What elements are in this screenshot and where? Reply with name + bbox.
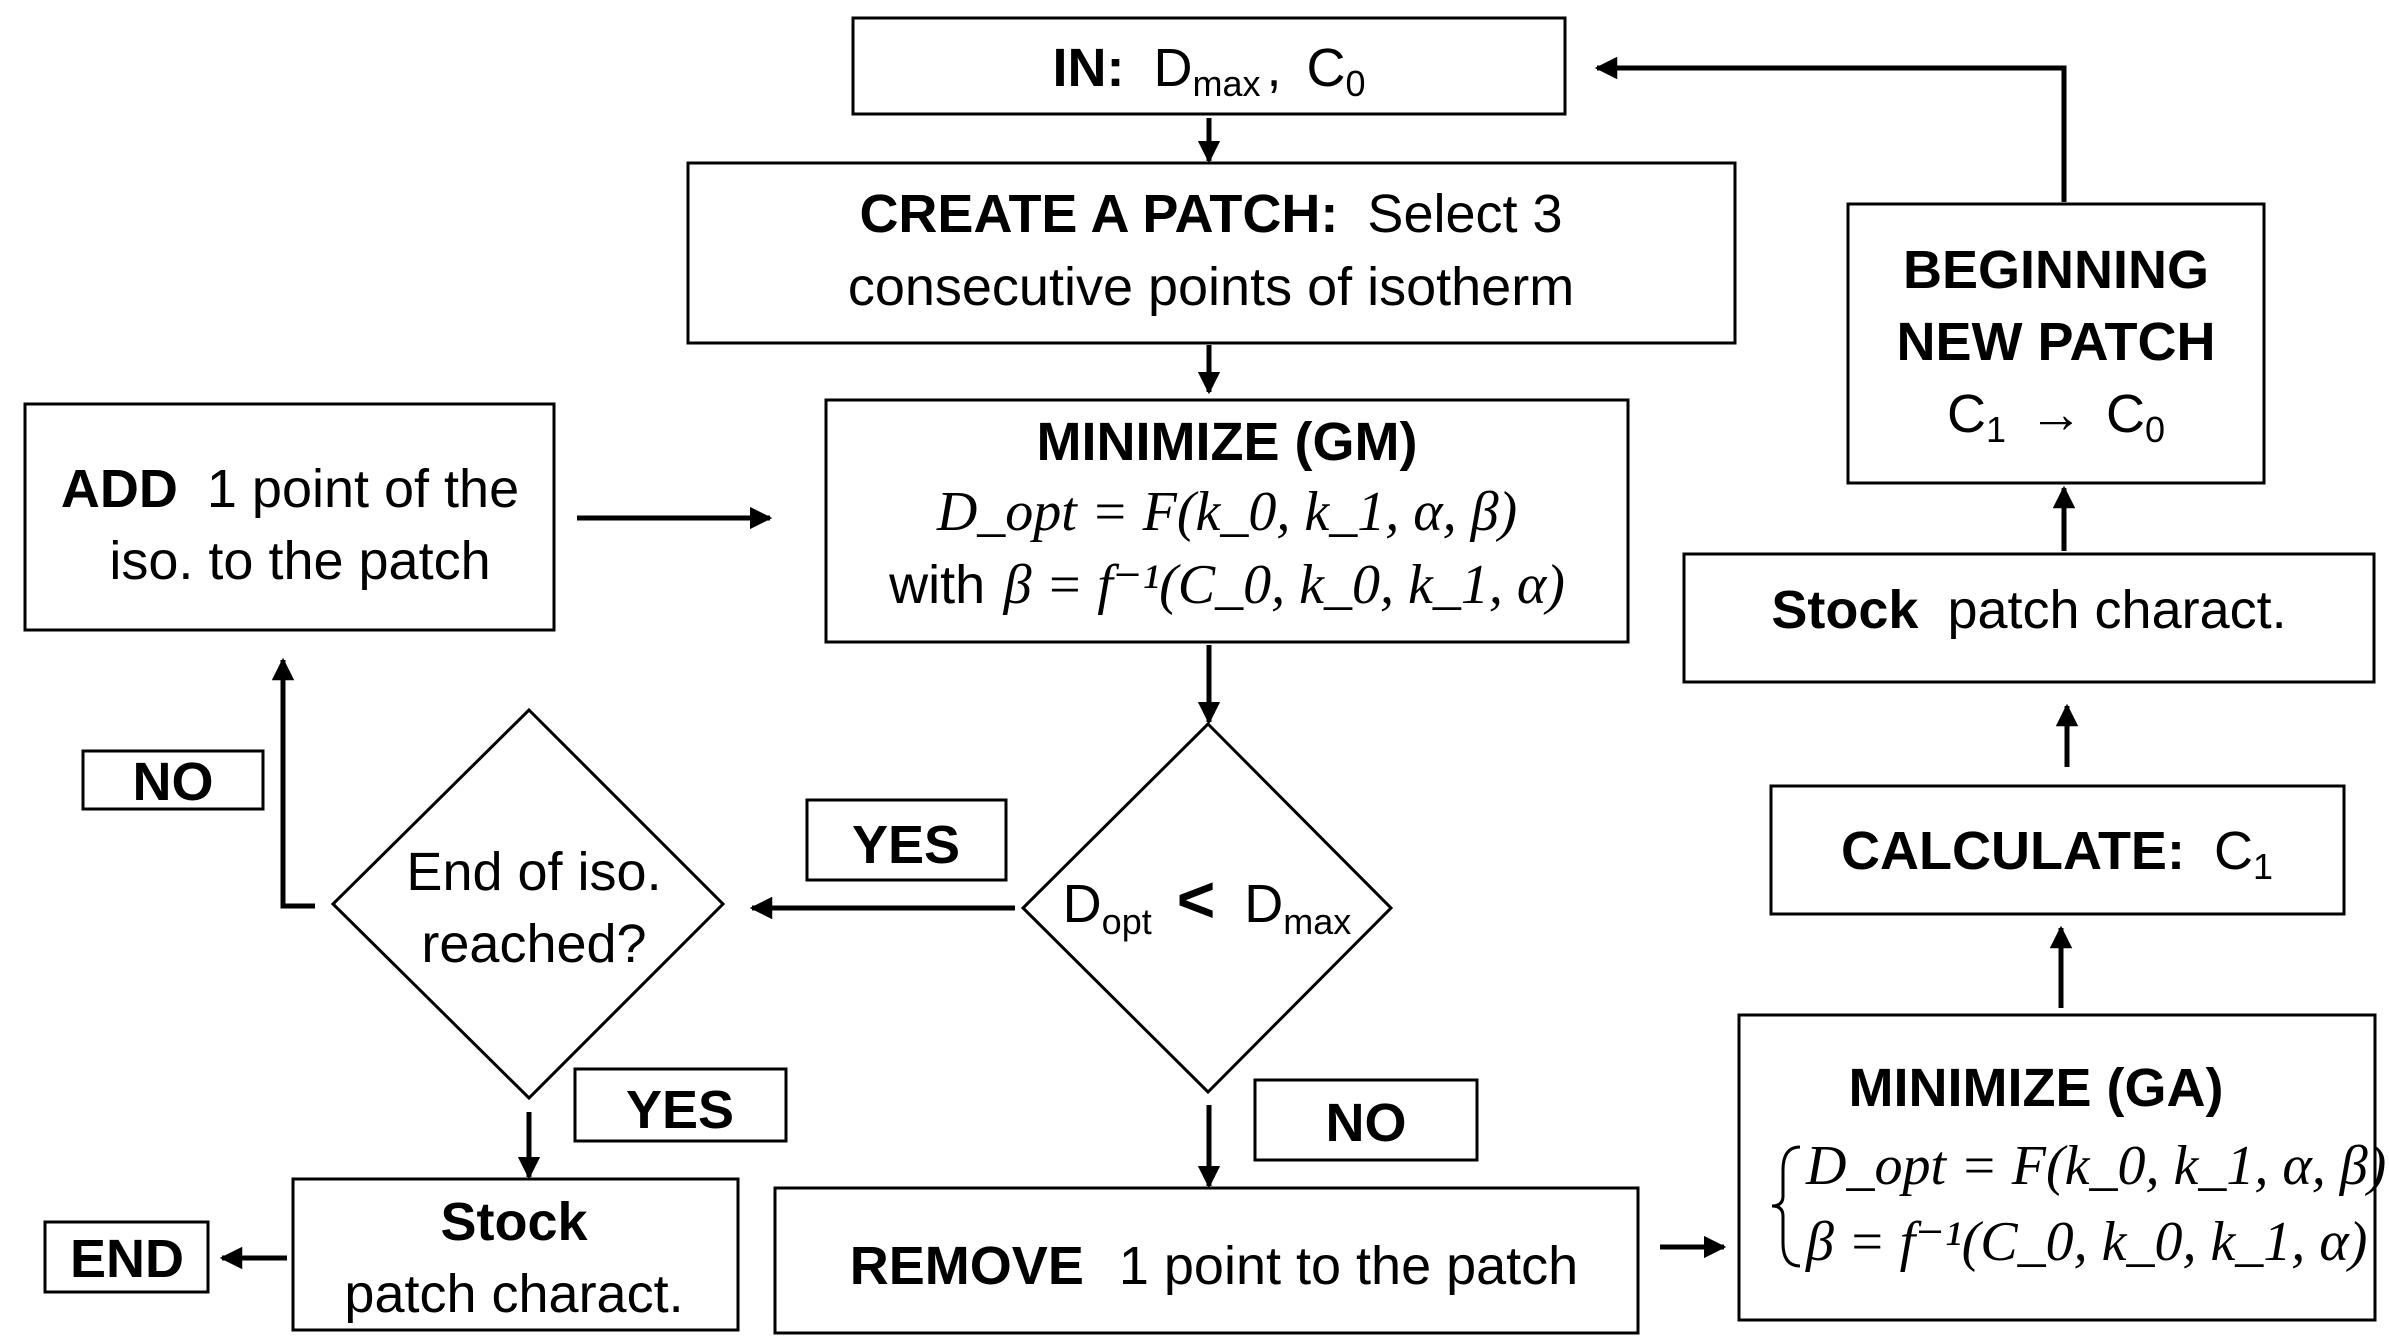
minimize-gm-box: MINIMIZE (GM) D_opt = F(k_0, k_1, α, β) …: [824, 398, 1630, 644]
end-box: END: [43, 1220, 210, 1294]
create-patch-line2: consecutive points of isotherm: [848, 257, 1574, 317]
label-no-lower: NO: [1253, 1078, 1479, 1162]
calculate-keyword: CALCULATE:: [1841, 821, 2185, 881]
svg-text:C1 → C0: C1 → C0: [1947, 384, 2165, 454]
svg-text:Stock patch charact.: Stock patch charact.: [1771, 580, 2286, 640]
decision-end-line2: reached?: [421, 914, 646, 974]
label-no-upper-text: NO: [133, 752, 214, 812]
stock-right-keyword: Stock: [1771, 580, 1919, 640]
decision-end-line1: End of iso.: [406, 842, 661, 902]
remove-keyword: REMOVE: [850, 1236, 1084, 1296]
add-point-keyword: ADD: [61, 459, 178, 519]
add-point-box: ADD 1 point of the iso. to the patch: [23, 402, 556, 632]
decision-end-of-iso-diamond: End of iso. reached?: [330, 707, 726, 1101]
stock-right-box: Stock patch charact.: [1682, 552, 2376, 684]
remove-box: REMOVE 1 point to the patch: [773, 1186, 1640, 1335]
create-patch-box: CREATE A PATCH: Select 3 consecutive poi…: [686, 161, 1737, 345]
beginning-line1: BEGINNING: [1903, 240, 2209, 300]
stock-left-box: Stock patch charact.: [291, 1177, 740, 1332]
svg-text:REMOVE 1 point to the pa: REMOVE 1 point to the patch: [850, 1236, 1578, 1296]
minimize-gm-with: with: [888, 555, 985, 615]
svg-text:CALCULATE: C1: CALCULATE: C1: [1841, 821, 2273, 887]
arrow-beginning-to-in: [1594, 56, 2067, 202]
input-box: IN: Dmax, C0: [851, 16, 1567, 116]
stock-left-line2: patch charact.: [344, 1264, 683, 1324]
beginning-line2: NEW PATCH: [1897, 312, 2216, 372]
add-point-line2: iso. to the patch: [109, 531, 490, 591]
svg-text:CREATE A PATCH: Select 3: CREATE A PATCH: Select 3: [859, 184, 1562, 244]
stock-left-keyword: Stock: [440, 1192, 588, 1252]
label-yes-lower-text: YES: [626, 1080, 734, 1140]
label-no-lower-text: NO: [1326, 1093, 1407, 1153]
beginning-new-patch-box: BEGINNING NEW PATCH C1 → C0: [1846, 202, 2266, 485]
label-yes-upper-text: YES: [852, 815, 960, 875]
minimize-gm-equation-1: D_opt = F(k_0, k_1, α, β): [936, 481, 1517, 543]
end-label: END: [70, 1229, 184, 1289]
minimize-ga-equation-1: D_opt = F(k_0, k_1, α, β): [1805, 1135, 2386, 1197]
label-yes-lower: YES: [573, 1067, 788, 1143]
svg-text:Dopt < Dmax: Dopt < Dmax: [1063, 862, 1352, 946]
minimize-ga-box: MINIMIZE (GA) D_opt = F(k_0, k_1, α, β) …: [1737, 1013, 2386, 1322]
arrow-end-check-no-to-add: [271, 657, 315, 909]
svg-text:ADD 1 point of the: ADD 1 point of the: [61, 459, 519, 519]
create-patch-keyword: CREATE A PATCH:: [859, 184, 1338, 244]
minimize-gm-equation-2: β = f⁻¹(C_0, k_0, k_1, α): [1003, 554, 1565, 616]
svg-text:with β = f⁻¹(C_0, k_0, k: with β = f⁻¹(C_0, k_0, k_1, α): [888, 554, 1565, 616]
input-keyword: IN:: [1052, 38, 1124, 98]
minimize-gm-title: MINIMIZE (GM): [1037, 412, 1418, 472]
decision-dopt-diamond: Dopt < Dmax: [1020, 721, 1394, 1095]
calculate-box: CALCULATE: C1: [1769, 784, 2346, 916]
minimize-ga-equation-2: β = f⁻¹(C_0, k_0, k_1, α): [1805, 1211, 2367, 1273]
label-yes-upper: YES: [805, 798, 1008, 882]
minimize-ga-title: MINIMIZE (GA): [1849, 1058, 2224, 1118]
label-no-upper: NO: [81, 749, 265, 812]
svg-text:IN: Dmax, C0: IN: Dmax, C0: [1052, 38, 1365, 104]
